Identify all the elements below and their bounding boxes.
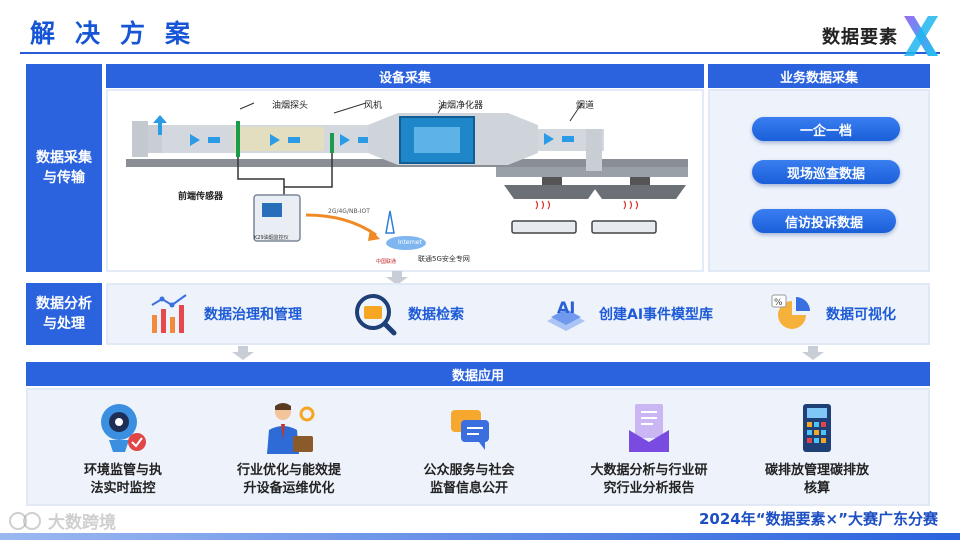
analysis-item-search[interactable]: 数据检索	[352, 290, 464, 338]
footer-event-title: 2024年“数据要素×”大赛广东分赛	[698, 510, 938, 528]
analysis-label-visualization: 数据可视化	[826, 307, 896, 323]
app-label-line2: 究行业分析报告	[603, 481, 695, 496]
watermark: 大数跨境	[8, 508, 116, 533]
label-internet: Internet	[398, 239, 422, 246]
ai-chip-icon: AI	[547, 298, 585, 331]
business-collection-header: 业务数据采集	[708, 64, 930, 88]
flex-section	[234, 127, 324, 151]
pie-chart-icon: %	[771, 294, 810, 329]
search-folder-icon	[355, 294, 397, 336]
app-item-big-data-report[interactable]: 大数据分析与行业研 究行业分析报告	[574, 400, 724, 498]
fan-marker	[330, 133, 334, 153]
stove-1	[511, 220, 577, 234]
label-probe: 油烟探头	[272, 101, 309, 111]
analysis-label-governance: 数据治理和管理	[204, 307, 302, 323]
brand-logo: 数据要素	[822, 14, 942, 58]
calculator-icon	[803, 404, 831, 452]
app-item-env-monitoring[interactable]: 环境监管与执 法实时监控	[48, 400, 198, 498]
chat-bubble-icon	[451, 410, 489, 450]
businessman-icon	[267, 403, 315, 454]
app-label-line1: 行业优化与能效提	[236, 463, 341, 478]
cloud-icon	[386, 236, 426, 250]
down-arrow-icon	[802, 346, 824, 360]
application-panel	[26, 388, 930, 506]
x-logo-icon	[904, 16, 938, 56]
svg-text:%: %	[774, 298, 783, 308]
hood-1	[504, 185, 598, 199]
device-collection-header: 设备采集	[106, 64, 704, 88]
duct-elbow	[132, 121, 148, 157]
hood-beam	[496, 167, 688, 177]
report-icon	[629, 404, 669, 452]
down-arrow-icon	[386, 271, 408, 285]
app-label-line1: 碳排放管理碳排放	[764, 463, 869, 478]
analysis-item-visualization[interactable]: % 数据可视化	[770, 290, 896, 338]
analysis-label-ai-model: 创建AI事件模型库	[599, 307, 714, 323]
tower-icon	[385, 210, 395, 234]
footer-bar	[0, 533, 960, 540]
probe-marker	[236, 121, 240, 157]
app-label-line2: 升设备运维优化	[243, 481, 335, 496]
application-header: 数据应用	[26, 362, 930, 386]
analysis-item-governance[interactable]: 数据治理和管理	[148, 290, 302, 338]
app-label-line2: 核算	[803, 481, 830, 496]
app-label-line1: 大数据分析与行业研	[590, 463, 708, 478]
app-label-line2: 法实时监控	[90, 481, 156, 496]
label-device: K29油烟监控仪	[254, 235, 289, 241]
page-title: 解决方案	[30, 19, 211, 48]
down-arrow-icon	[232, 346, 254, 360]
section-label-analysis: 数据分析与处理	[26, 283, 102, 345]
app-item-industry-optimization[interactable]: 行业优化与能效提 升设备运维优化	[214, 400, 364, 498]
analysis-label-search: 数据检索	[408, 307, 464, 323]
watermark-logo-icon	[9, 511, 41, 530]
biz-item-inspection-data[interactable]: 现场巡查数据	[752, 160, 900, 184]
app-label-line1: 环境监管与执	[83, 463, 162, 478]
analysis-panel	[106, 283, 930, 345]
label-private-network: 联通5G安全专网	[418, 255, 470, 263]
biz-item-enterprise-file[interactable]: 一企一档	[752, 117, 900, 141]
camera-check-icon	[101, 404, 146, 452]
bar-chart-icon	[151, 294, 187, 333]
app-label-line2: 监督信息公开	[429, 481, 508, 496]
stove-2	[591, 220, 657, 234]
device-diagram	[126, 102, 688, 250]
app-label-line1: 公众服务与社会	[423, 463, 515, 478]
title-divider	[20, 52, 940, 54]
analysis-item-ai-model[interactable]: AI 创建AI事件模型库	[543, 290, 713, 338]
label-sensor: 前端传感器	[178, 192, 224, 202]
brand-text: 数据要素	[822, 27, 898, 48]
watermark-text: 大数跨境	[48, 513, 116, 533]
label-network: 2G/4G/NB-IOT	[328, 208, 370, 215]
biz-item-complaint-data[interactable]: 信访投诉数据	[752, 209, 896, 233]
label-purifier: 油烟净化器	[438, 101, 484, 111]
duct-down	[586, 129, 602, 171]
label-duct: 烟道	[576, 101, 595, 111]
svg-text:AI: AI	[557, 298, 575, 317]
app-item-carbon-management[interactable]: 碳排放管理碳排放 核算	[742, 400, 892, 498]
label-fan: 风机	[364, 101, 383, 111]
label-unicom: 中国联通	[376, 259, 397, 265]
app-item-public-service[interactable]: 公众服务与社会 监督信息公开	[394, 400, 544, 498]
hood-2	[592, 185, 686, 199]
section-label-collection: 数据采集与传输	[26, 64, 102, 272]
